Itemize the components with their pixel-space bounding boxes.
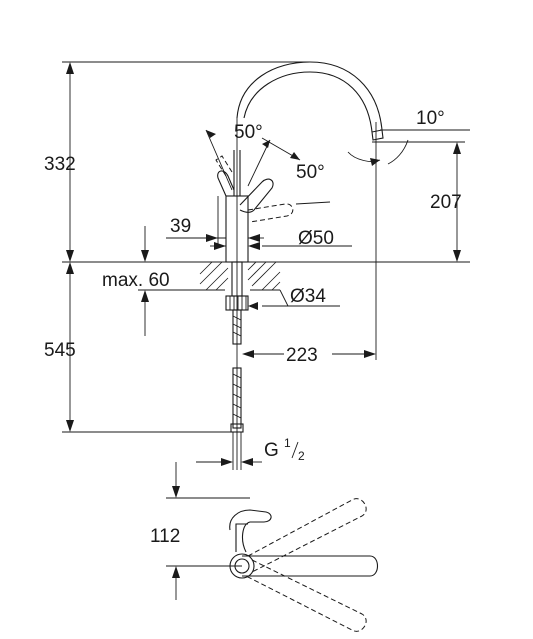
label-diameter-34: Ø34 (290, 286, 326, 307)
dimension-332: 332 (44, 61, 310, 262)
dimension-lever-angle-side: 50° (261, 137, 331, 205)
label-332: 332 (44, 154, 76, 175)
counter-hatching-left (199, 261, 229, 291)
top-lever (229, 509, 272, 553)
top-spout-rotated-down (245, 559, 367, 632)
lever-rotated-dashed (247, 203, 294, 223)
dimension-counter-thickness: max. 60 (102, 226, 200, 336)
label-connection-numerator: 1 (284, 436, 291, 450)
label-223: 223 (286, 345, 318, 366)
label-112: 112 (150, 526, 180, 547)
dimension-207: 207 (372, 141, 465, 262)
top-spout (242, 555, 379, 577)
dimension-hole-diameter: Ø34 (248, 286, 340, 310)
label-connection-denominator: 2 (298, 449, 305, 463)
dimension-112: 112 (150, 462, 250, 600)
label-39: 39 (170, 216, 191, 237)
dimension-connection-thread: G 1 2 (196, 432, 305, 470)
supply-hose-upper (232, 309, 242, 345)
dimension-545: 545 (44, 262, 232, 433)
label-50-degrees-top: 50° (234, 122, 263, 143)
label-max-60: max. 60 (102, 270, 170, 291)
faucet-top-view: 112 (150, 462, 379, 632)
lever-handle (239, 178, 274, 213)
counter-hatching-right (247, 261, 281, 291)
label-diameter-50: Ø50 (298, 228, 334, 249)
dimension-223: 223 (242, 150, 377, 366)
dimension-body-diameter: Ø50 (210, 228, 352, 250)
label-10-degrees: 10° (416, 108, 445, 129)
supply-hose-lower (230, 367, 244, 433)
label-50-degrees-side: 50° (296, 162, 325, 183)
top-body-inner (234, 558, 250, 574)
top-body-outer (229, 553, 255, 579)
dimension-39: 39 (166, 196, 264, 244)
counter-section (62, 261, 470, 291)
dimension-spout-tilt: 10° (347, 108, 470, 166)
label-545: 545 (44, 340, 76, 361)
dimension-lever-angle-top: 50° (205, 122, 271, 191)
label-connection-prefix: G (264, 440, 279, 461)
label-207: 207 (430, 192, 462, 213)
top-spout-rotated-up (247, 498, 367, 573)
